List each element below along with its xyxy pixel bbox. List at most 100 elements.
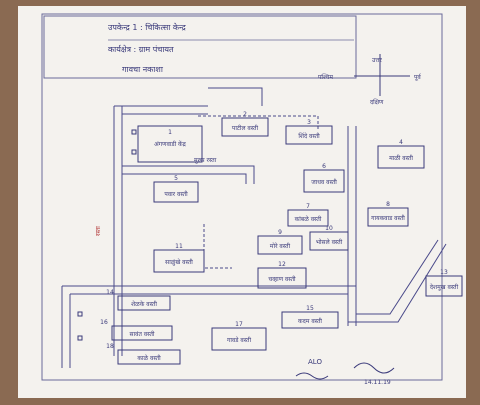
marker <box>131 149 137 155</box>
header-frame <box>43 15 357 79</box>
house-number: 8 <box>386 201 390 208</box>
house-box <box>287 209 329 227</box>
house-name: जाधव वस्ती <box>311 178 337 186</box>
house-11: 11 साळुंखे वस्ती <box>153 243 205 273</box>
compass-east: पूर्व <box>414 73 422 81</box>
house-number: 3 <box>307 119 311 126</box>
house-number: 2 <box>243 111 247 118</box>
road-mid-1 <box>122 165 255 184</box>
house-name: अंगणवाडी केंद्र <box>154 140 186 148</box>
house-14: 14 शेळके वस्ती <box>106 289 171 311</box>
house-box <box>117 349 181 365</box>
house-15: 15 कदम वस्ती <box>281 305 339 329</box>
house-1: 1 अंगणवाडी केंद्र <box>137 125 203 163</box>
marker <box>77 335 83 341</box>
marker <box>131 129 137 135</box>
house-name: भोसले वस्ती <box>316 238 343 246</box>
house-box <box>137 125 203 163</box>
house-number: 16 <box>100 319 108 326</box>
house-2: 2 पाटील वस्ती <box>221 111 269 137</box>
house-box <box>285 125 333 145</box>
house-box <box>425 275 463 297</box>
house-name: मोरे वस्ती <box>270 242 291 250</box>
house-number: 4 <box>399 139 403 146</box>
compass-west: पश्चिम <box>318 73 333 81</box>
house-number: 1 <box>168 129 172 136</box>
compass-north: उत्तर <box>372 57 382 64</box>
signature-right <box>353 362 395 374</box>
house-17: 17 गावडे वस्ती <box>211 321 267 351</box>
footer-date: 14.11.19 <box>364 379 391 386</box>
house-box <box>153 181 199 203</box>
header-line3: गावचा नकाशा <box>122 65 164 74</box>
house-number: 5 <box>174 175 178 182</box>
house-5: 5 पवार वस्ती <box>153 175 199 203</box>
house-number: 6 <box>322 163 326 170</box>
house-box <box>281 311 339 329</box>
house-box <box>303 169 345 193</box>
path-dashed-top <box>198 115 319 130</box>
house-name: कदम वस्ती <box>298 317 322 325</box>
road-label-west: रस्ता <box>95 226 102 236</box>
house-box <box>153 249 205 273</box>
house-3: 3 शिंदे वस्ती <box>285 119 333 145</box>
house-7: 7 कांबळे वस्ती <box>287 203 329 227</box>
house-number: 17 <box>235 321 243 328</box>
house-box <box>211 327 267 351</box>
village-map: उपकेन्द्र 1 : चिकित्सा केन्द्र कार्यक्षे… <box>18 6 466 398</box>
road-ne-diag-2 <box>348 243 447 323</box>
road-ne-diag-1 <box>356 239 439 315</box>
header-line1: उपकेन्द्र 1 : चिकित्सा केन्द्र <box>108 22 187 32</box>
house-name: शेळके वस्ती <box>131 300 157 308</box>
house-box <box>221 117 269 137</box>
signature-left <box>295 372 329 380</box>
marker <box>77 311 83 317</box>
road-mid-2 <box>122 173 247 184</box>
house-name: गायकवाड वस्ती <box>371 214 405 222</box>
house-number: 11 <box>175 243 183 250</box>
house-box <box>257 235 303 255</box>
house-18: 18 काळे वस्ती <box>106 343 181 365</box>
house-number: 15 <box>306 305 314 312</box>
house-6: 6 जाधव वस्ती <box>303 163 345 193</box>
house-name: गावडे वस्ती <box>227 336 251 344</box>
house-name: पवार वस्ती <box>164 190 188 198</box>
house-4: 4 माळी वस्ती <box>377 139 425 169</box>
house-box <box>117 295 171 311</box>
house-box <box>377 145 425 169</box>
house-number: 12 <box>278 261 286 268</box>
house-box <box>309 231 349 251</box>
road-label-mid: मुख्य रस्ता <box>194 157 217 164</box>
house-box <box>257 267 307 289</box>
house-number: 14 <box>106 289 114 296</box>
house-8: 8 गायकवाड वस्ती <box>367 201 409 227</box>
house-name: शिंदे वस्ती <box>298 132 320 140</box>
header-line2: कार्यक्षेत्र : ग्राम पंचायत <box>108 44 174 54</box>
compass: उत्तर दक्षिण पूर्व पश्चिम <box>318 54 422 106</box>
house-10: 10 भोसले वस्ती <box>309 225 349 251</box>
house-9: 9 मोरे वस्ती <box>257 229 303 255</box>
house-box <box>367 207 409 227</box>
house-name: कांबळे वस्ती <box>295 215 322 223</box>
house-name: पाटील वस्ती <box>232 124 259 132</box>
house-12: 12 चव्हाण वस्ती <box>257 261 307 289</box>
house-name: साळुंखे वस्ती <box>165 258 193 266</box>
outer-frame <box>41 13 443 381</box>
house-name: माळी वस्ती <box>389 154 413 162</box>
house-number: 7 <box>306 203 310 210</box>
path-dashed <box>203 224 232 269</box>
house-13: 13 देशमुख वस्ती <box>425 269 463 297</box>
compass-south: दक्षिण <box>370 98 384 106</box>
house-name: काळे वस्ती <box>137 354 161 362</box>
house-number: 10 <box>325 225 333 232</box>
house-box <box>111 325 173 341</box>
footer-left: ALO <box>308 358 322 366</box>
house-number: 13 <box>440 269 448 276</box>
house-name: चव्हाण वस्ती <box>268 275 296 283</box>
house-16: 16 सावंत वस्ती <box>100 319 173 341</box>
road-top-loop <box>208 87 263 106</box>
paper <box>18 6 466 398</box>
house-name: सावंत वस्ती <box>130 330 155 338</box>
house-number: 9 <box>278 229 282 236</box>
map-sheet: उपकेन्द्र 1 : चिकित्सा केन्द्र कार्यक्षे… <box>18 6 466 398</box>
